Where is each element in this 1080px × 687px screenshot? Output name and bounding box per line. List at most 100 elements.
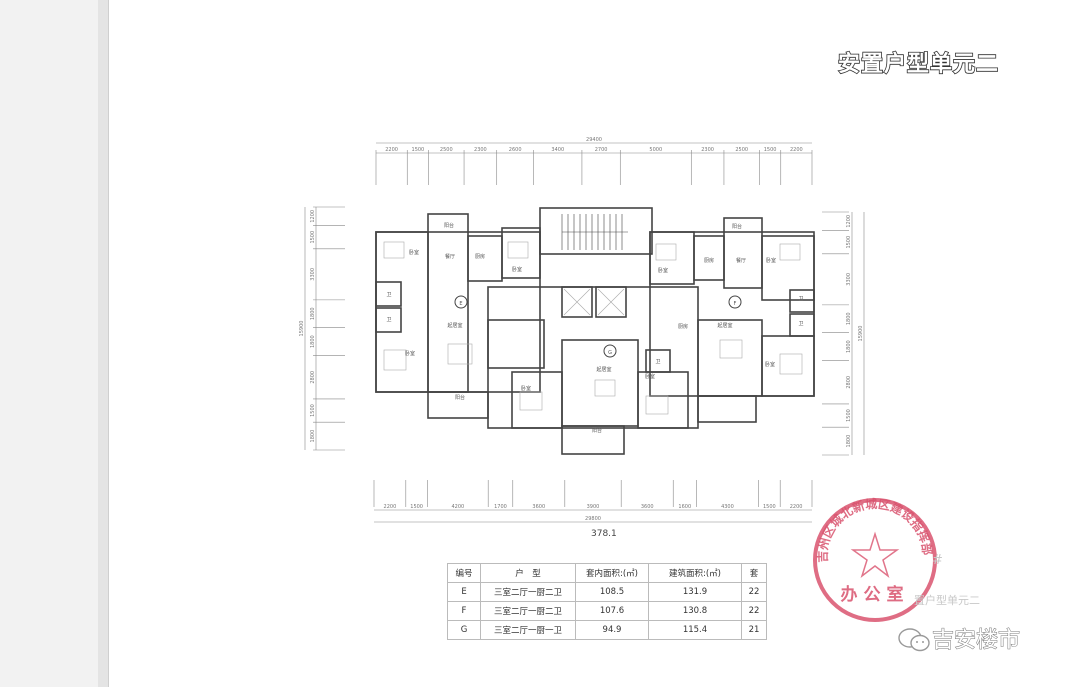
room-label-bedroom: 卧室 <box>409 249 419 256</box>
svg-text:办公室: 办公室 <box>841 584 910 605</box>
dimension-value: 1500 <box>310 231 316 244</box>
dimension-value: 1200 <box>310 210 316 223</box>
room-label-bedroom: 卧室 <box>765 361 775 368</box>
inner-area: 94.9 <box>575 620 649 640</box>
unit-type: 三室二厅一厨二卫 <box>480 582 576 602</box>
unit-id: G <box>447 620 481 640</box>
dimension-total: 15900 <box>858 326 864 342</box>
room-label-bedroom: 卧室 <box>766 257 776 264</box>
dimension-value: 2800 <box>310 371 316 384</box>
room-label-bath: 卫 <box>798 321 803 327</box>
room-label-balcony: 阳台 <box>444 222 454 229</box>
dimension-value: 4200 <box>451 504 464 510</box>
header-inner-area: 套内面积:(㎡) <box>575 563 649 583</box>
room-label-kitchen: 厨房 <box>678 323 688 330</box>
dimension-value: 1500 <box>412 147 425 153</box>
room-label-balcony: 阳台 <box>592 427 602 434</box>
wechat-icon <box>898 628 930 652</box>
dimension-value: 4300 <box>721 504 734 510</box>
dimension-value: 3900 <box>587 504 600 510</box>
room-label-living: 起居室 <box>717 322 732 329</box>
dimension-value: 2700 <box>595 147 608 153</box>
page-edge <box>98 0 109 687</box>
dimension-value: 2300 <box>701 147 714 153</box>
dimension-total: 29800 <box>585 516 601 522</box>
dimension-value: 2500 <box>735 147 748 153</box>
dimension-value: 1500 <box>846 236 852 249</box>
dimension-value: 1700 <box>494 504 507 510</box>
dimension-value: 2300 <box>474 147 487 153</box>
svg-text:吉州区城北新城区建设指挥部: 吉州区城北新城区建设指挥部 <box>815 496 935 563</box>
header-id: 编号 <box>447 563 481 583</box>
dimension-value: 2200 <box>790 147 803 153</box>
dimension-value: 2200 <box>385 147 398 153</box>
unit-type: 三室二厅一厨一卫 <box>480 620 576 640</box>
room-label-kitchen: 厨房 <box>475 253 485 260</box>
building-area: 131.9 <box>648 582 742 602</box>
room-label-dining: 餐厅 <box>445 253 455 260</box>
dimension-value: 3400 <box>551 147 564 153</box>
room-label-dining: 餐厅 <box>736 257 746 264</box>
official-stamp: 吉州区城北新城区建设指挥部 办公室 <box>813 496 937 622</box>
unit-id: E <box>447 582 481 602</box>
unit-marker <box>454 295 468 309</box>
unit-count: 21 <box>741 620 767 640</box>
dimension-value: 2200 <box>790 504 803 510</box>
dimension-value: 1500 <box>763 504 776 510</box>
unit-count: 22 <box>741 601 767 621</box>
dimension-value: 5000 <box>649 147 662 153</box>
dimension-value: 3300 <box>310 268 316 281</box>
dimension-value: 1500 <box>764 147 777 153</box>
room-label-bedroom: 卧室 <box>658 267 668 274</box>
dimension-value: 1200 <box>846 215 852 228</box>
dimension-value: 1800 <box>846 435 852 448</box>
room-label-bedroom: 卧室 <box>521 385 531 392</box>
unit-count: 22 <box>741 582 767 602</box>
room-label-kitchen: 厨房 <box>704 257 714 264</box>
room-label-bath: 卫 <box>798 296 803 302</box>
scale-value: 378.1 <box>591 529 617 539</box>
dimension-value: 1500 <box>410 504 423 510</box>
header-type: 户 型 <box>480 563 576 583</box>
room-label-bath: 卫 <box>386 292 391 298</box>
dimension-value: 3600 <box>641 504 654 510</box>
header-count: 套 <box>741 563 767 583</box>
dimension-value: 1800 <box>846 340 852 353</box>
dimension-total: 15900 <box>299 321 305 337</box>
room-label-bedroom: 卧室 <box>512 266 522 273</box>
inner-area: 107.6 <box>575 601 649 621</box>
unit-label: F <box>734 301 737 307</box>
room-label-living: 起居室 <box>447 322 462 329</box>
dimension-value: 1800 <box>310 307 316 320</box>
unit-id: F <box>447 601 481 621</box>
dimension-value: 1800 <box>310 335 316 348</box>
faint-hash: # <box>932 553 943 568</box>
dimension-value: 2800 <box>846 376 852 389</box>
room-label-bedroom: 卧室 <box>645 373 655 380</box>
unit-label: E <box>459 301 462 307</box>
dimension-value: 2200 <box>384 504 397 510</box>
dimension-value: 3300 <box>846 273 852 286</box>
dimension-value: 1500 <box>310 404 316 417</box>
dimension-total: 29400 <box>586 137 602 143</box>
dimension-value: 2500 <box>440 147 453 153</box>
building-area: 115.4 <box>648 620 742 640</box>
page-title: 安置户型单元二 <box>837 51 1000 78</box>
unit-marker <box>603 344 617 358</box>
unit-label: G <box>608 350 612 356</box>
faint-caption: 置户型单元二 <box>914 594 980 607</box>
room-label-living: 起居室 <box>596 366 611 373</box>
room-label-bath: 卫 <box>655 359 660 365</box>
room-label-balcony: 阳台 <box>455 394 465 401</box>
dimension-value: 1600 <box>678 504 691 510</box>
dimension-value: 1500 <box>846 409 852 422</box>
room-label-bath: 卫 <box>386 317 391 323</box>
inner-area: 108.5 <box>575 582 649 602</box>
unit-marker <box>728 295 742 309</box>
room-label-balcony: 阳台 <box>732 223 742 230</box>
